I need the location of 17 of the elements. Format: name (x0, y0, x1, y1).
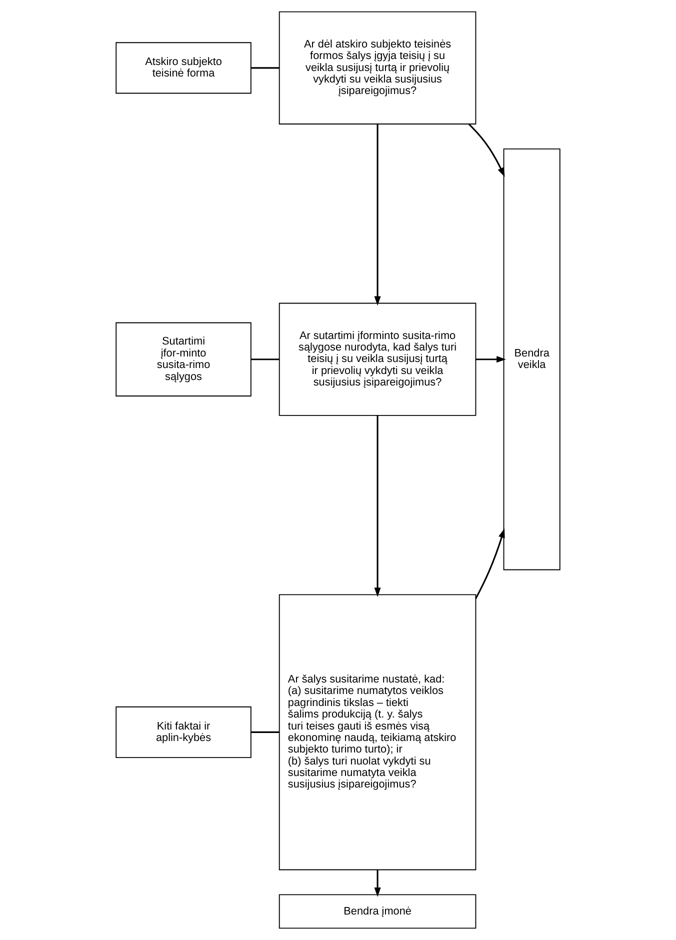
connector (250, 731, 280, 733)
node-box: Ar dėl atskiro subjekto teisinės formos šalys įgyja teisių į su veikla susijusį turtą ir prievolių vykdyti su veikla susijusius įsipareigojimus? (278, 11, 476, 124)
node-box: Sutartimi įfor-minto susita-rimo sąlygos (116, 322, 252, 396)
node-box: Atskiro subjekto teisinė forma (116, 42, 252, 94)
node-box: Ar sutartimi įforminto susita-rimo sąlygose nurodyta, kad šalys turi teisių į su veikla susijusį turtą ir prievolių vykdyti su veikla susijusius įsipareigojimus? (278, 302, 476, 416)
node-box: Ar šalys susitarime nustatė, kad: (a) susitarime numatytos veiklos pagrindinis tikslas – tiekti šalims produkciją (t. y. šalys turi teises gauti iš esmės visą ekonominę naudą, teikiamą atskiro subjekto turimo turto); ir (b) šalys turi nuolat vykdyti su susitarime numatyta veikla susijusius įsipareigojimus? (278, 594, 476, 870)
arrow (374, 124, 381, 306)
connector (250, 358, 280, 360)
arrow (374, 870, 381, 897)
node-box: Kiti faktai ir aplin-kybės (116, 706, 252, 758)
arrow (475, 528, 505, 599)
node-box: Bendra įmonė (278, 894, 476, 929)
arrow (476, 356, 506, 363)
arrow (374, 416, 381, 597)
arrow (468, 124, 505, 178)
connector (250, 67, 280, 69)
node-box: Bendra veikla (503, 148, 560, 570)
